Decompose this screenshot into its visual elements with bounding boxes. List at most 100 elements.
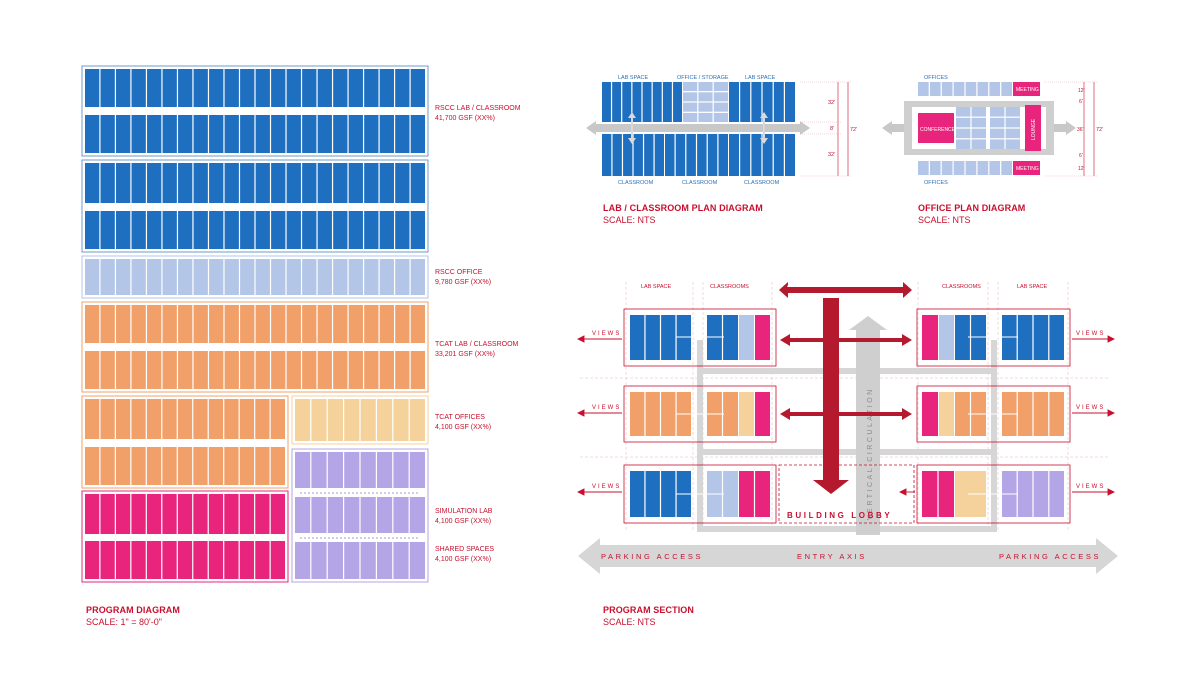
section-r2-right-lab: [1002, 392, 1064, 436]
room-cell: [364, 211, 379, 249]
parking-access-left-label: PARKING ACCESS: [601, 552, 703, 561]
office-plan-dim-d4: 6': [1079, 153, 1083, 159]
room-cell: [239, 399, 255, 439]
room-cell: [311, 542, 327, 579]
section-r2-left-office: [739, 392, 754, 436]
room-cell: [941, 161, 953, 175]
room-cell: [348, 69, 363, 107]
room-cell: [410, 211, 425, 249]
grid-cell: [956, 107, 971, 117]
room-cell: [146, 541, 162, 579]
room-cell: [344, 542, 360, 579]
views-label-r1-right: VIEWS: [1076, 331, 1105, 337]
room-cell: [116, 115, 131, 153]
lab-plan-dim-d1: 32': [828, 100, 835, 106]
room-cell: [224, 494, 239, 534]
access-to-daylight-arrow: [779, 282, 912, 298]
program-diagram-scale: SCALE: 1" = 80'-0": [86, 617, 162, 627]
room-cell: [409, 452, 425, 488]
room-cell: [115, 399, 131, 439]
program-section-title: PROGRAM SECTION: [603, 605, 695, 615]
room-cell: [348, 305, 363, 343]
room-cell: [147, 211, 162, 249]
lab-plan-scale: SCALE: NTS: [603, 215, 656, 225]
tcat-lab-lower-top: [85, 399, 285, 439]
rscc-office-name: RSCC OFFICE: [435, 269, 483, 276]
room-cell: [85, 494, 100, 534]
room-cell: [224, 351, 239, 389]
room-cell: [100, 399, 115, 439]
office-plan-offices-top: [918, 82, 1012, 96]
room-cell: [224, 115, 239, 153]
room-cell: [602, 82, 611, 122]
room-cell: [85, 399, 100, 439]
grid-cell: [698, 112, 713, 122]
room-cell: [271, 69, 286, 107]
room-cell: [395, 305, 410, 343]
section-circulation-ribbons: [697, 340, 997, 532]
room-cell: [953, 82, 965, 96]
room-cell: [922, 471, 938, 517]
room-cell: [131, 259, 146, 295]
program-label-rscc-lab: RSCC LAB / CLASSROOM 41,700 GSF (XX%): [435, 104, 521, 124]
room-cell: [224, 69, 239, 107]
room-cell: [302, 351, 317, 389]
grid-cell: [713, 112, 728, 122]
room-cell: [162, 115, 177, 153]
room-cell: [100, 163, 115, 203]
room-cell: [224, 305, 239, 343]
tcat-lab-name: TCAT LAB / CLASSROOM: [435, 341, 519, 348]
room-cell: [612, 134, 622, 176]
room-cell: [131, 305, 146, 343]
room-cell: [271, 305, 286, 343]
grid-cell: [971, 107, 986, 117]
room-cell: [239, 494, 255, 534]
office-plan-dim-d5: 12': [1078, 166, 1085, 172]
room-cell: [317, 163, 332, 203]
room-cell: [295, 452, 311, 488]
room-cell: [131, 541, 146, 579]
shared-spaces-frame: [291, 448, 429, 583]
room-cell: [302, 69, 317, 107]
room-cell: [723, 392, 738, 436]
room-cell: [317, 259, 332, 295]
office-plan-conference: [918, 113, 954, 143]
room-cell: [286, 305, 301, 343]
room-cell: [162, 399, 177, 439]
room-cell: [270, 494, 285, 534]
room-cell: [162, 259, 177, 295]
room-cell: [395, 163, 410, 203]
section-r2-left-lab: [630, 392, 691, 436]
room-cell: [209, 351, 224, 389]
room-cell: [697, 134, 707, 176]
room-cell: [209, 69, 224, 107]
room-cell: [409, 542, 425, 579]
room-cell: [162, 541, 177, 579]
room-cell: [393, 399, 409, 441]
room-cell: [633, 134, 643, 176]
room-cell: [929, 161, 941, 175]
room-cell: [115, 494, 131, 534]
room-cell: [718, 134, 728, 176]
room-cell: [240, 305, 255, 343]
room-cell: [224, 447, 239, 485]
room-cell: [317, 69, 332, 107]
section-r2-right-office: [939, 392, 954, 436]
grid-cell: [698, 102, 713, 112]
office-plan-corridor-arrow-right: [1054, 121, 1076, 135]
room-cell: [178, 115, 193, 153]
daylight-arrow-row1: [780, 334, 912, 346]
room-cell: [240, 259, 255, 295]
vertical-circulation-label: VERTICAL CIRCULATION: [867, 387, 874, 520]
tcat-lab-lower-frame: [81, 395, 289, 489]
room-cell: [271, 351, 286, 389]
grid-cell: [683, 82, 698, 92]
section-r1-right-shared: [922, 315, 938, 360]
room-cell: [131, 494, 146, 534]
lab-plan-dim-d3: 32': [828, 152, 835, 158]
office-plan-dim-d3: 36': [1077, 127, 1084, 133]
room-cell: [100, 211, 115, 249]
rscc-lab-block-1-bottom: [85, 115, 425, 153]
room-cell: [270, 447, 285, 485]
grid-cell: [698, 92, 713, 102]
